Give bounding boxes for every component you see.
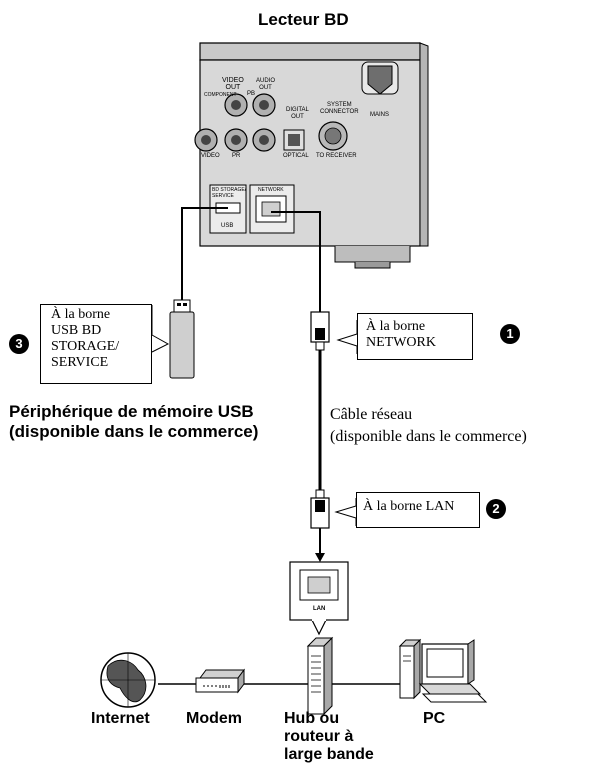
panel-network-label: NETWORK [258,187,284,193]
lan-callout-box: À la borne LAN [356,492,480,528]
panel-video-out-label: VIDEO OUT [222,77,244,91]
panel-mains-label: MAINS [370,112,390,118]
network-cable [271,211,330,562]
panel-pb-label: PB [247,91,256,97]
marker-3: 3 [9,334,29,354]
panel-video-label: VIDEO [201,153,220,159]
usb-callout-box: À la borne USB BD STORAGE/ SERVICE [40,304,152,384]
hub-label: Hub ou routeur à large bande [284,710,374,763]
panel-usb-label: USB [221,223,234,229]
usb-cable [181,207,228,300]
globe-icon [100,652,156,708]
hub-port-box [289,561,349,636]
cable-label: Câble réseau (disponible dans le commerc… [330,406,527,445]
player-back-panel [194,42,429,269]
marker-1: 1 [500,324,520,344]
usb-stick [169,299,195,379]
modem-label: Modem [186,710,242,727]
panel-audio-out-label: AUDIO OUT [256,78,276,91]
hub-port-label: LAN [313,606,326,612]
panel-system-connector-label: SYSTEM CONNECTOR [320,102,359,115]
panel-digital-out-label: DIGITAL OUT [286,107,309,120]
network-callout-box: À la borne NETWORK [357,313,473,360]
internet-label: Internet [91,710,150,727]
panel-optical-label: OPTICAL [283,153,309,159]
marker-2: 2 [486,499,506,519]
pc-label: PC [423,710,446,727]
pc-icon [398,638,488,703]
panel-pr-label: PR [232,153,241,159]
modem-icon [195,668,245,694]
panel-to-receiver-label: TO RECEIVER [316,153,357,159]
panel-component-label: COMPONENT [204,92,237,98]
diagram-title: Lecteur BD [258,10,349,29]
usb-device-label: Périphérique de mémoire USB (disponible … [9,402,259,441]
router-icon [306,636,334,716]
panel-bd-storage-label: BD STORAGE/ SERVICE [212,187,247,199]
